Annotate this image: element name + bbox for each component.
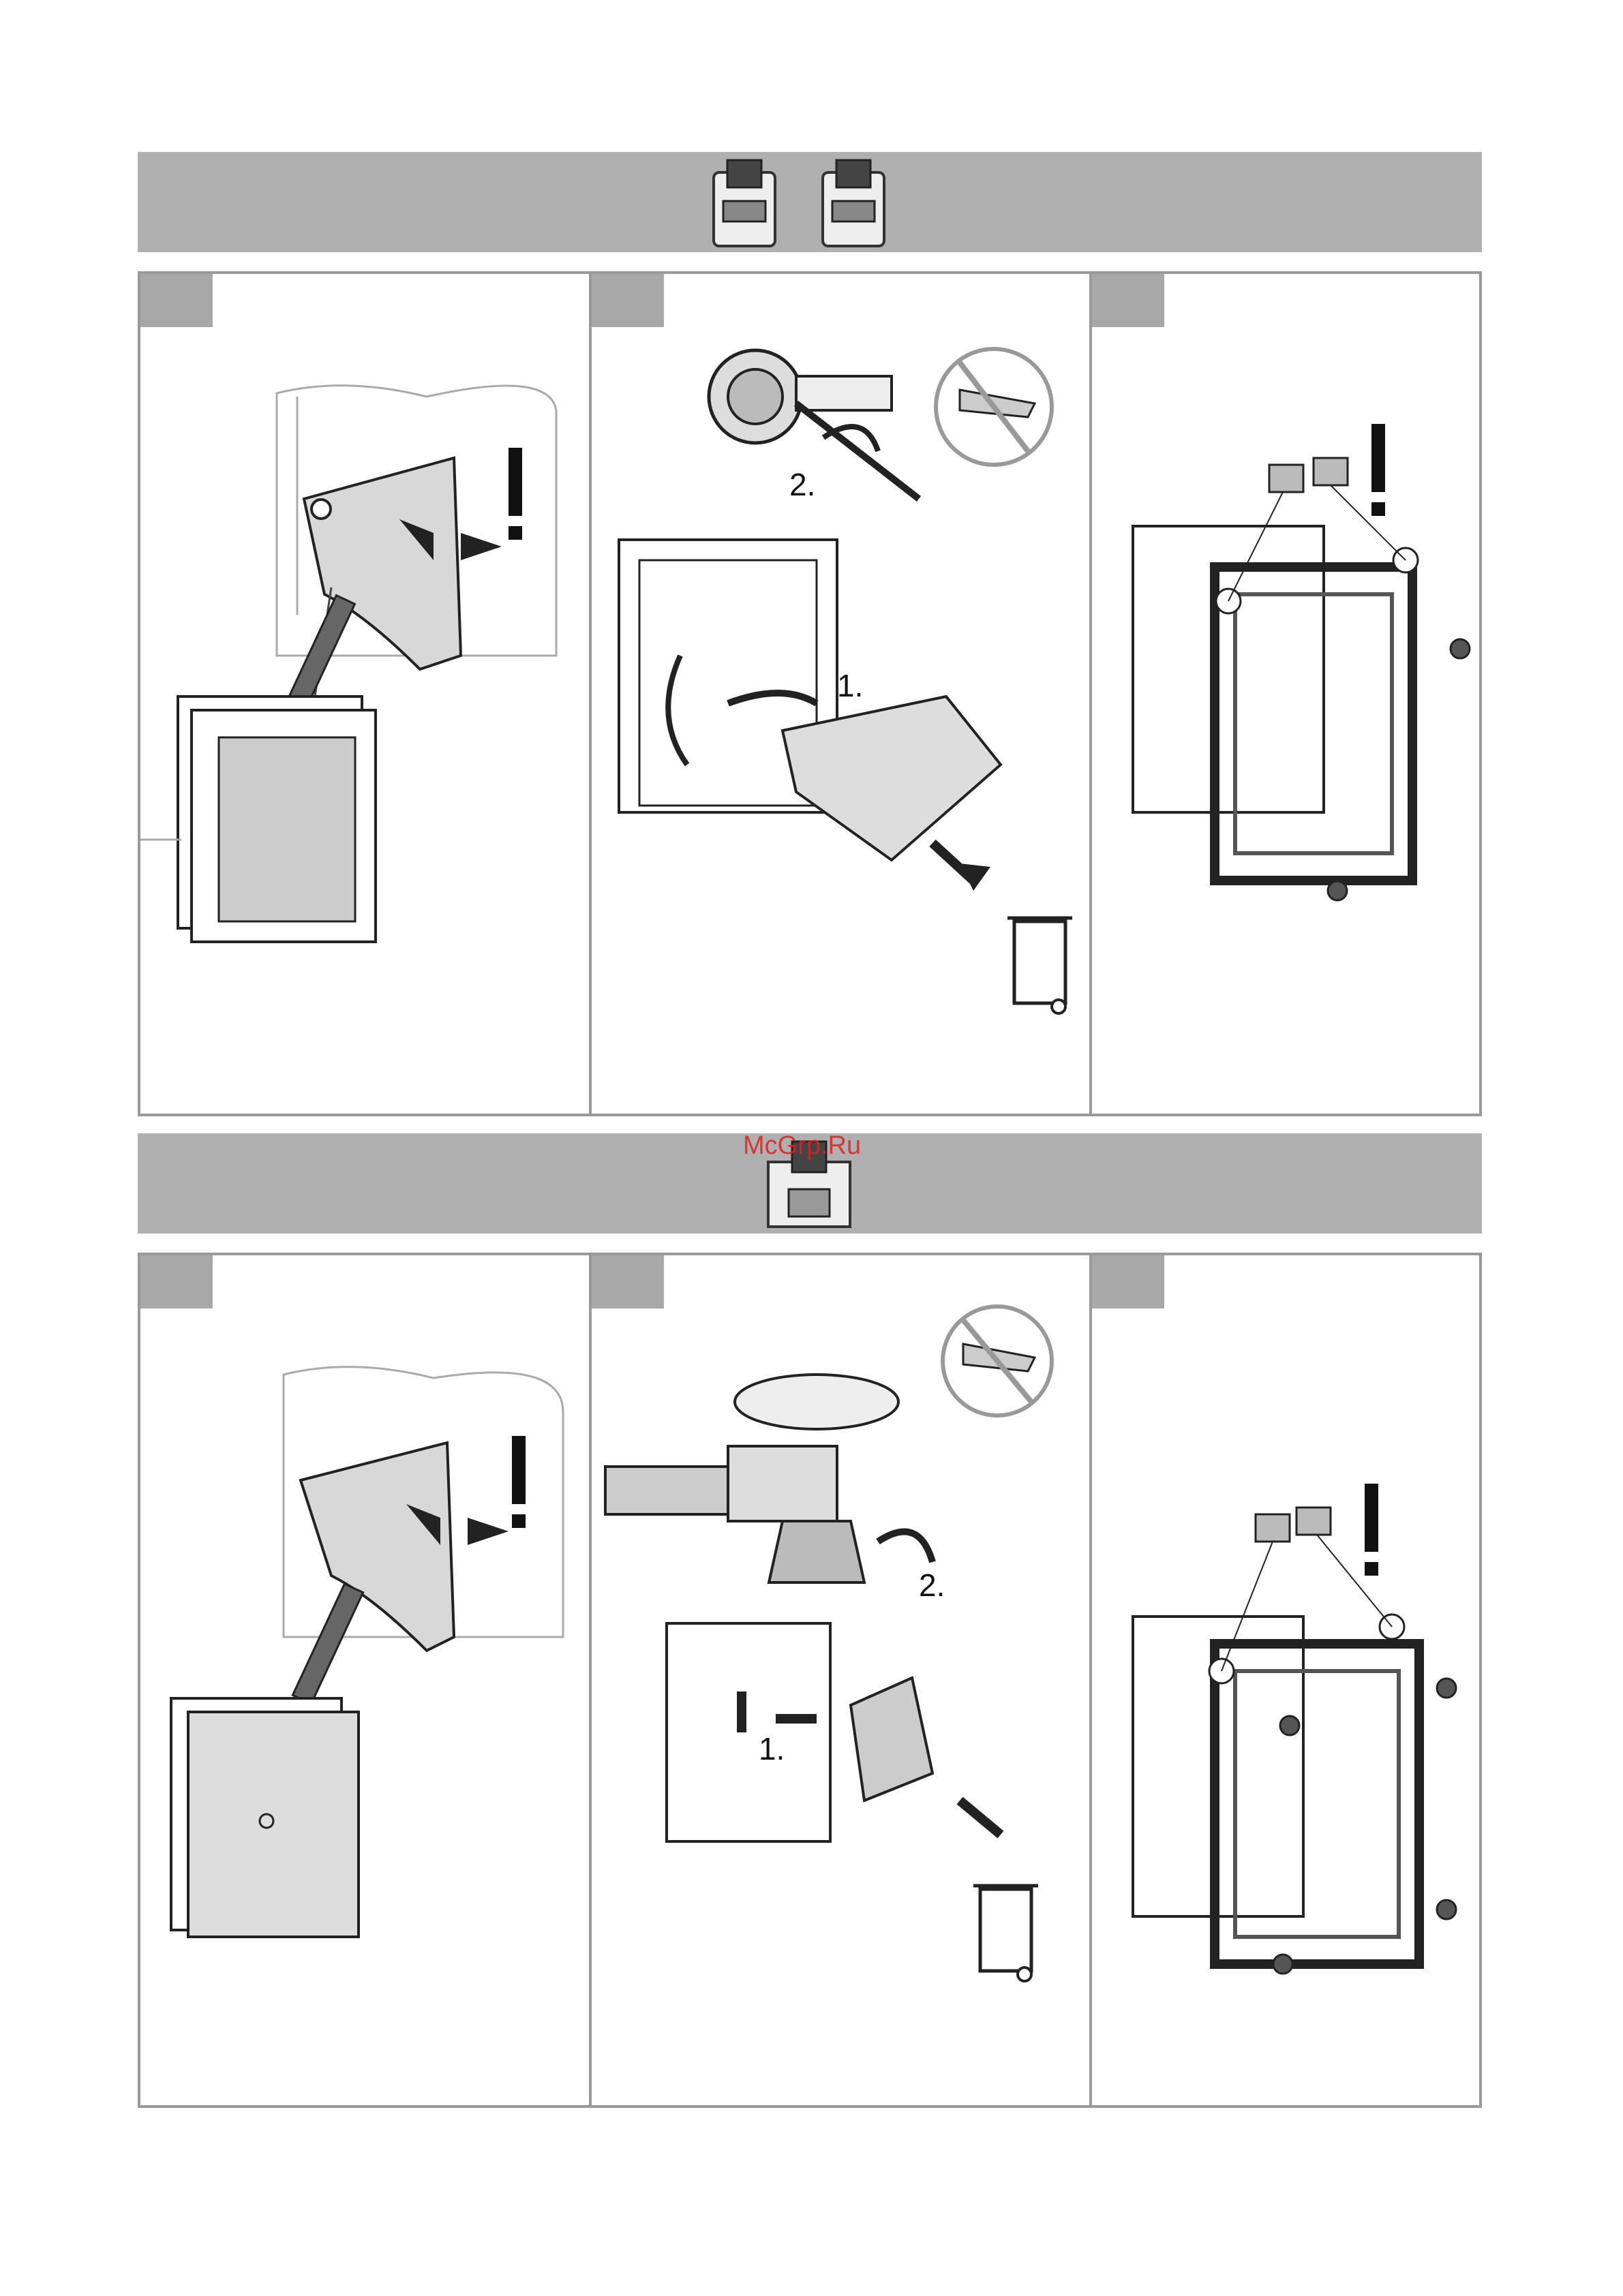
illustration-cover-removal <box>140 1255 589 2105</box>
panel-row-top: 2. 1. <box>138 271 1482 1116</box>
step-panel-top-2: 2. 1. <box>592 274 1092 1114</box>
trash-bin-icon <box>973 1886 1038 1981</box>
warning-exclamation-icon <box>509 448 522 540</box>
flush-module-icon <box>823 160 884 246</box>
shower-spray-icon <box>943 1306 1052 1415</box>
step-label-1: 1. <box>759 1731 785 1766</box>
watermark-text: McGrp.Ru <box>743 1131 861 1161</box>
step-label-1: 1. <box>837 668 863 703</box>
section-header-top <box>138 152 1482 252</box>
step-label-2: 2. <box>789 467 815 502</box>
illustration-frame-mounting <box>1092 1255 1479 2105</box>
step-panel-bottom-1 <box>140 1255 592 2105</box>
warning-exclamation-icon <box>512 1436 526 1528</box>
warning-exclamation-icon <box>1365 1484 1378 1576</box>
illustration-valve-shutoff: 2. 1. <box>592 1255 1089 2105</box>
flush-module-icons-top <box>138 152 1482 252</box>
panel-row-bottom: 2. 1. <box>138 1253 1482 2108</box>
warning-exclamation-icon <box>1371 424 1385 516</box>
step-panel-top-3 <box>1092 274 1479 1114</box>
illustration-cover-removal <box>140 274 589 1114</box>
illustration-frame-mounting <box>1092 274 1479 1114</box>
step-label-2: 2. <box>919 1567 945 1603</box>
flush-module-icon <box>714 160 775 246</box>
illustration-valve-shutoff: 2. 1. <box>592 274 1089 1114</box>
shower-spray-icon <box>936 349 1052 465</box>
step-panel-bottom-2: 2. 1. <box>592 1255 1092 2105</box>
step-panel-top-1 <box>140 274 592 1114</box>
trash-bin-icon <box>1007 918 1072 1013</box>
step-panel-bottom-3 <box>1092 1255 1479 2105</box>
